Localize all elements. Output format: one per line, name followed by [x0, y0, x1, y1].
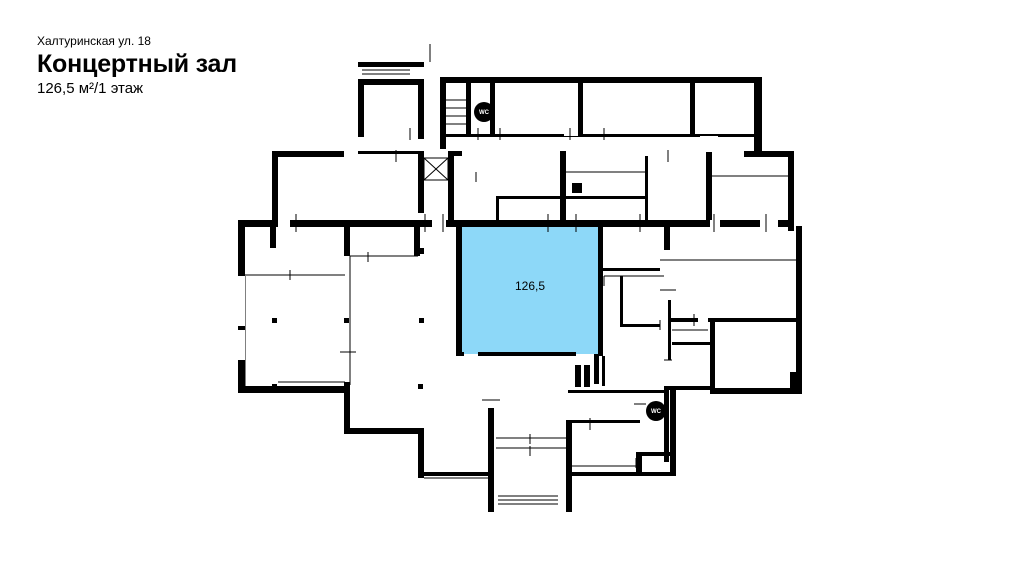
- door-ticks: [289, 128, 767, 468]
- wc-label-bottom: WC: [651, 409, 662, 415]
- thin-lines: [244, 44, 796, 505]
- header: Халтуринская ул. 18 Концертный зал 126,5…: [37, 34, 237, 98]
- highlighted-room-concert-hall[interactable]: [462, 227, 598, 354]
- wc-icon-bottom: WC: [646, 401, 666, 421]
- room-area-label: 126,5: [515, 279, 545, 293]
- door-openings: [238, 124, 778, 434]
- page-title: Концертный зал: [37, 50, 237, 78]
- address-text: Халтуринская ул. 18: [37, 34, 151, 48]
- walls: [238, 62, 802, 512]
- wc-label-top: WC: [479, 110, 490, 116]
- wc-icon-top: WC: [474, 102, 494, 122]
- area-floor-text: 126,5 м²/1 этаж: [37, 80, 144, 97]
